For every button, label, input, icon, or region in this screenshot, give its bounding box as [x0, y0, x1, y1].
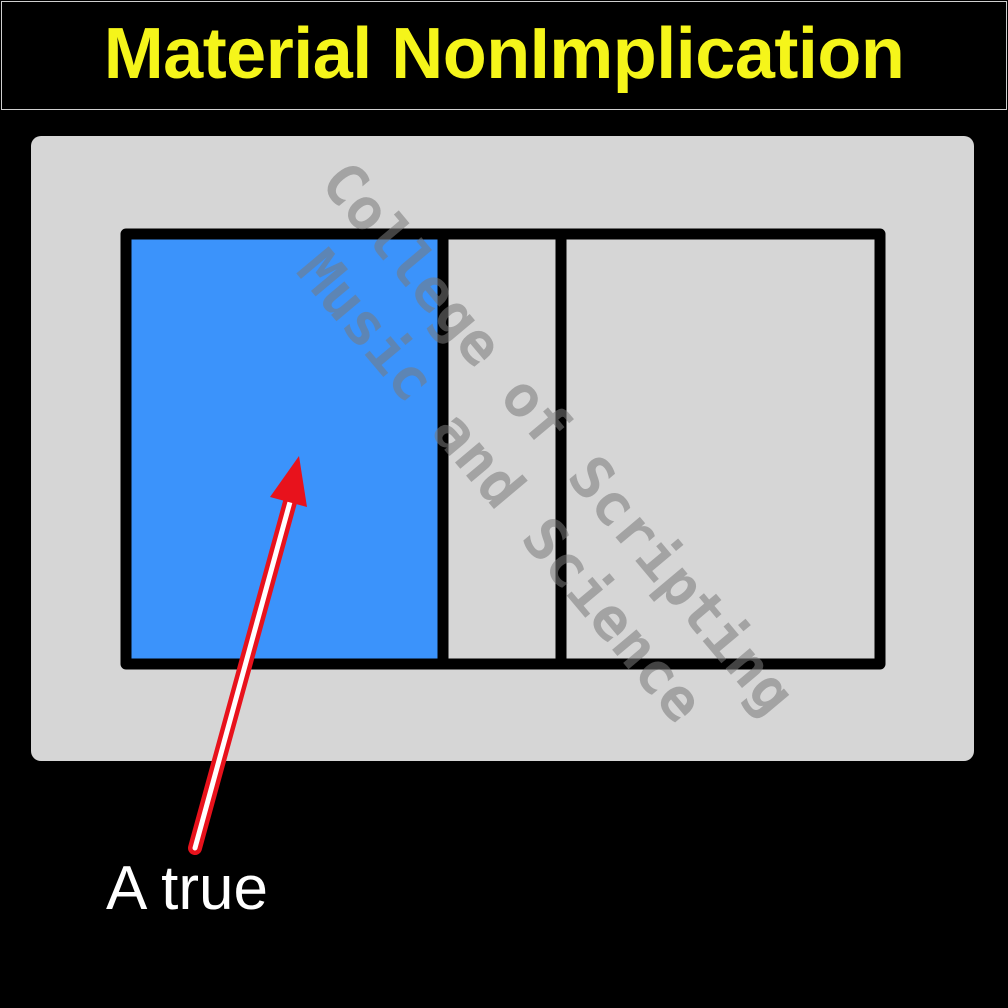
page-title: Material NonImplication — [103, 13, 905, 94]
arrow-head — [270, 456, 307, 507]
region-a-only — [126, 234, 442, 664]
pointer-arrow — [188, 456, 307, 855]
caption-a-true: A true — [106, 854, 268, 923]
outer-rectangle — [120, 228, 886, 670]
title-bar: Material NonImplication — [1, 1, 1007, 110]
